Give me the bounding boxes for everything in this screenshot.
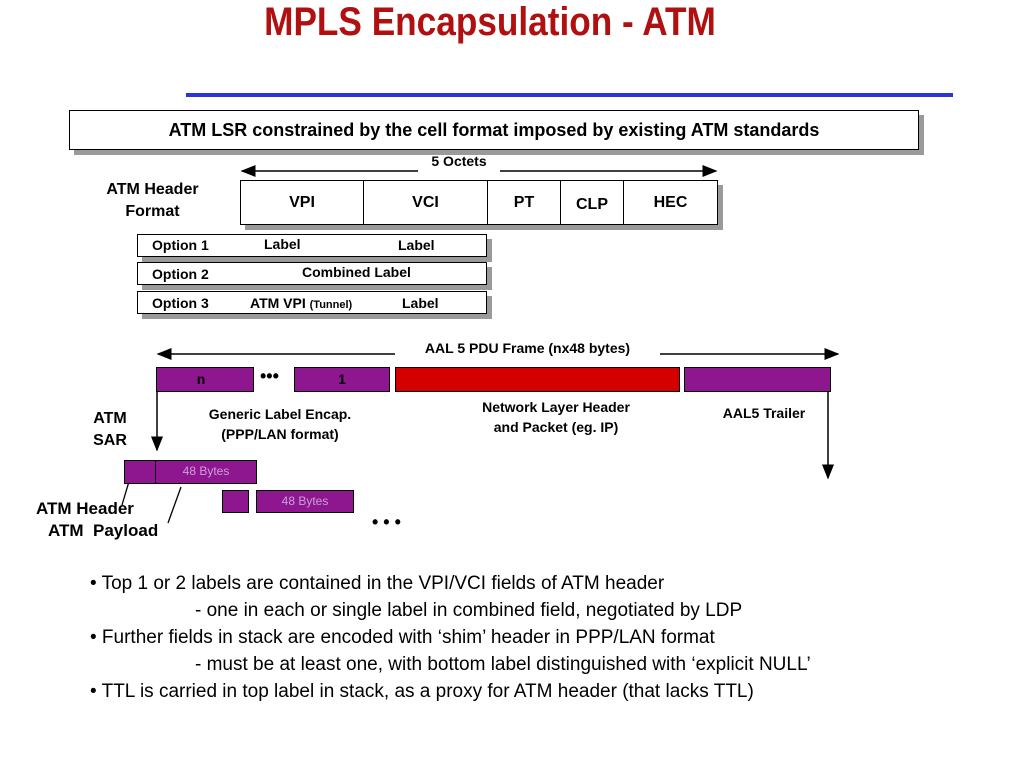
bullet-2: • Further fields in stack are encoded wi… bbox=[90, 627, 715, 648]
atm-sar-line-1: ATM bbox=[93, 410, 127, 427]
label-1-segment: 1 bbox=[294, 367, 390, 392]
cell-2-payload-label: 48 Bytes bbox=[281, 494, 329, 508]
network-layer-line-2: and Packet (eg. IP) bbox=[493, 419, 619, 435]
field-vci: VCI bbox=[364, 181, 488, 224]
bullet-2-sub: - must be at least one, with bottom labe… bbox=[195, 654, 811, 675]
cell-2-payload: 48 Bytes bbox=[256, 490, 354, 513]
field-hec: HEC bbox=[653, 194, 688, 211]
network-layer-line-1: Network Layer Header bbox=[482, 399, 630, 415]
atm-sar-line-2: SAR bbox=[93, 432, 127, 449]
label-n-text: n bbox=[196, 371, 206, 387]
option-2-row: Option 2 Combined Label bbox=[137, 262, 487, 285]
bullet-1-sub: - one in each or single label in combine… bbox=[195, 600, 743, 621]
option-3-row: Option 3 ATM VPI (Tunnel) Label bbox=[137, 291, 487, 314]
option-3-tunnel: (Tunnel) bbox=[309, 299, 353, 311]
more-cells-dots: • • • bbox=[372, 512, 401, 532]
option-1-label-a: Label bbox=[264, 236, 301, 252]
generic-label-caption: Generic Label Encap. (PPP/LAN format) bbox=[180, 404, 380, 444]
cell-1-header bbox=[124, 460, 156, 484]
atm-header-caption: ATM Header bbox=[36, 499, 134, 518]
option-2-label-a: Combined Label bbox=[302, 264, 411, 280]
cell-1-payload-label: 48 Bytes bbox=[182, 464, 230, 478]
header-format-line-1: ATM Header bbox=[106, 181, 199, 198]
option-1-row: Option 1 Label Label bbox=[137, 234, 487, 257]
cell-2-header bbox=[222, 490, 249, 513]
cell-1-payload: 48 Bytes bbox=[155, 460, 257, 484]
bullet-list: • Top 1 or 2 labels are contained in the… bbox=[90, 570, 990, 705]
label-ellipsis: ••• bbox=[260, 366, 279, 386]
option-3-label-a: ATM VPI (Tunnel) bbox=[250, 295, 352, 311]
title-underline bbox=[186, 93, 953, 97]
pdu-frame-label: AAL 5 PDU Frame (nx48 bytes) bbox=[424, 340, 631, 356]
atm-sar-label: ATM SAR bbox=[85, 408, 135, 452]
aal5-trailer-caption: AAL5 Trailer bbox=[722, 405, 806, 421]
atm-payload-pointer bbox=[167, 486, 182, 524]
bullet-3: • TTL is carried in top label in stack, … bbox=[90, 681, 754, 702]
option-3-vpi: ATM VPI bbox=[250, 295, 306, 311]
generic-label-line-2: (PPP/LAN format) bbox=[221, 426, 339, 442]
network-layer-caption: Network Layer Header and Packet (eg. IP) bbox=[446, 397, 666, 437]
constraint-text: ATM LSR constrained by the cell format i… bbox=[168, 120, 820, 140]
label-1-text: 1 bbox=[338, 371, 346, 387]
option-3-name: Option 3 bbox=[152, 295, 209, 311]
label-n-segment: n bbox=[156, 367, 254, 392]
atm-payload-caption: ATM Payload bbox=[48, 521, 159, 540]
octets-label: 5 Octets bbox=[431, 153, 487, 169]
option-3-label-b: Label bbox=[402, 295, 439, 311]
header-format-label: ATM Header Format bbox=[95, 179, 210, 223]
option-1-name: Option 1 bbox=[152, 237, 209, 253]
field-vpi: VPI bbox=[241, 181, 364, 224]
constraint-box: ATM LSR constrained by the cell format i… bbox=[69, 110, 919, 150]
bullet-1: • Top 1 or 2 labels are contained in the… bbox=[90, 573, 665, 594]
option-2-name: Option 2 bbox=[152, 266, 209, 282]
generic-label-line-1: Generic Label Encap. bbox=[208, 406, 352, 422]
field-clp: CLP bbox=[561, 181, 624, 224]
field-pt: PT bbox=[488, 181, 561, 224]
page-title: MPLS Encapsulation - ATM bbox=[264, 0, 716, 44]
option-1-label-b: Label bbox=[398, 237, 435, 253]
network-packet-segment bbox=[395, 367, 680, 392]
atm-header-format: VPI VCI PT CLP HEC bbox=[240, 180, 718, 225]
aal5-trailer-segment bbox=[684, 367, 831, 392]
header-format-line-2: Format bbox=[125, 203, 180, 220]
